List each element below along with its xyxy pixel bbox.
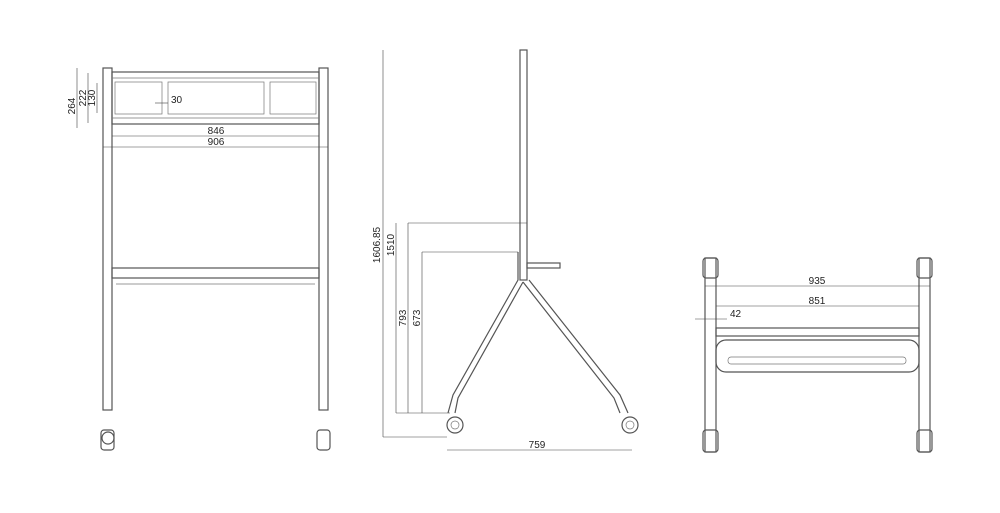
dim-935: 935 [809, 276, 826, 287]
top-view: 935 851 42 [695, 257, 933, 453]
rear-leg [528, 279, 629, 414]
right-upright [318, 67, 329, 411]
dim-1510: 1510 [386, 233, 397, 256]
dim-851: 851 [809, 296, 826, 307]
front-leg [447, 252, 519, 414]
pole [519, 49, 528, 281]
caster-wheel [316, 429, 331, 451]
dim-793: 793 [398, 309, 409, 326]
dim-30: 30 [171, 95, 183, 106]
shelf [715, 327, 920, 337]
crossbar [111, 267, 320, 279]
dim-906: 906 [208, 137, 225, 148]
caster-wheel [446, 416, 464, 434]
left-upright [704, 257, 717, 453]
shelf-tray [715, 339, 920, 373]
caster-wheel [621, 416, 639, 434]
dim-759: 759 [529, 440, 546, 451]
side-view: 1606.85 1510 793 673 759 [372, 49, 639, 451]
left-upright [102, 67, 113, 411]
shelf-stub [526, 262, 561, 269]
dim-130: 130 [87, 89, 98, 106]
dim-264: 264 [67, 97, 78, 114]
dim-42: 42 [730, 309, 742, 320]
front-view: 264 222 130 30 846 906 [67, 67, 331, 451]
dim-1606-85: 1606.85 [372, 226, 383, 263]
vesa-bracket [111, 71, 320, 125]
right-upright [918, 257, 931, 453]
dim-673: 673 [412, 309, 423, 326]
dim-222: 222 [78, 89, 89, 106]
dim-846: 846 [208, 126, 225, 137]
caster-wheel [101, 431, 115, 445]
